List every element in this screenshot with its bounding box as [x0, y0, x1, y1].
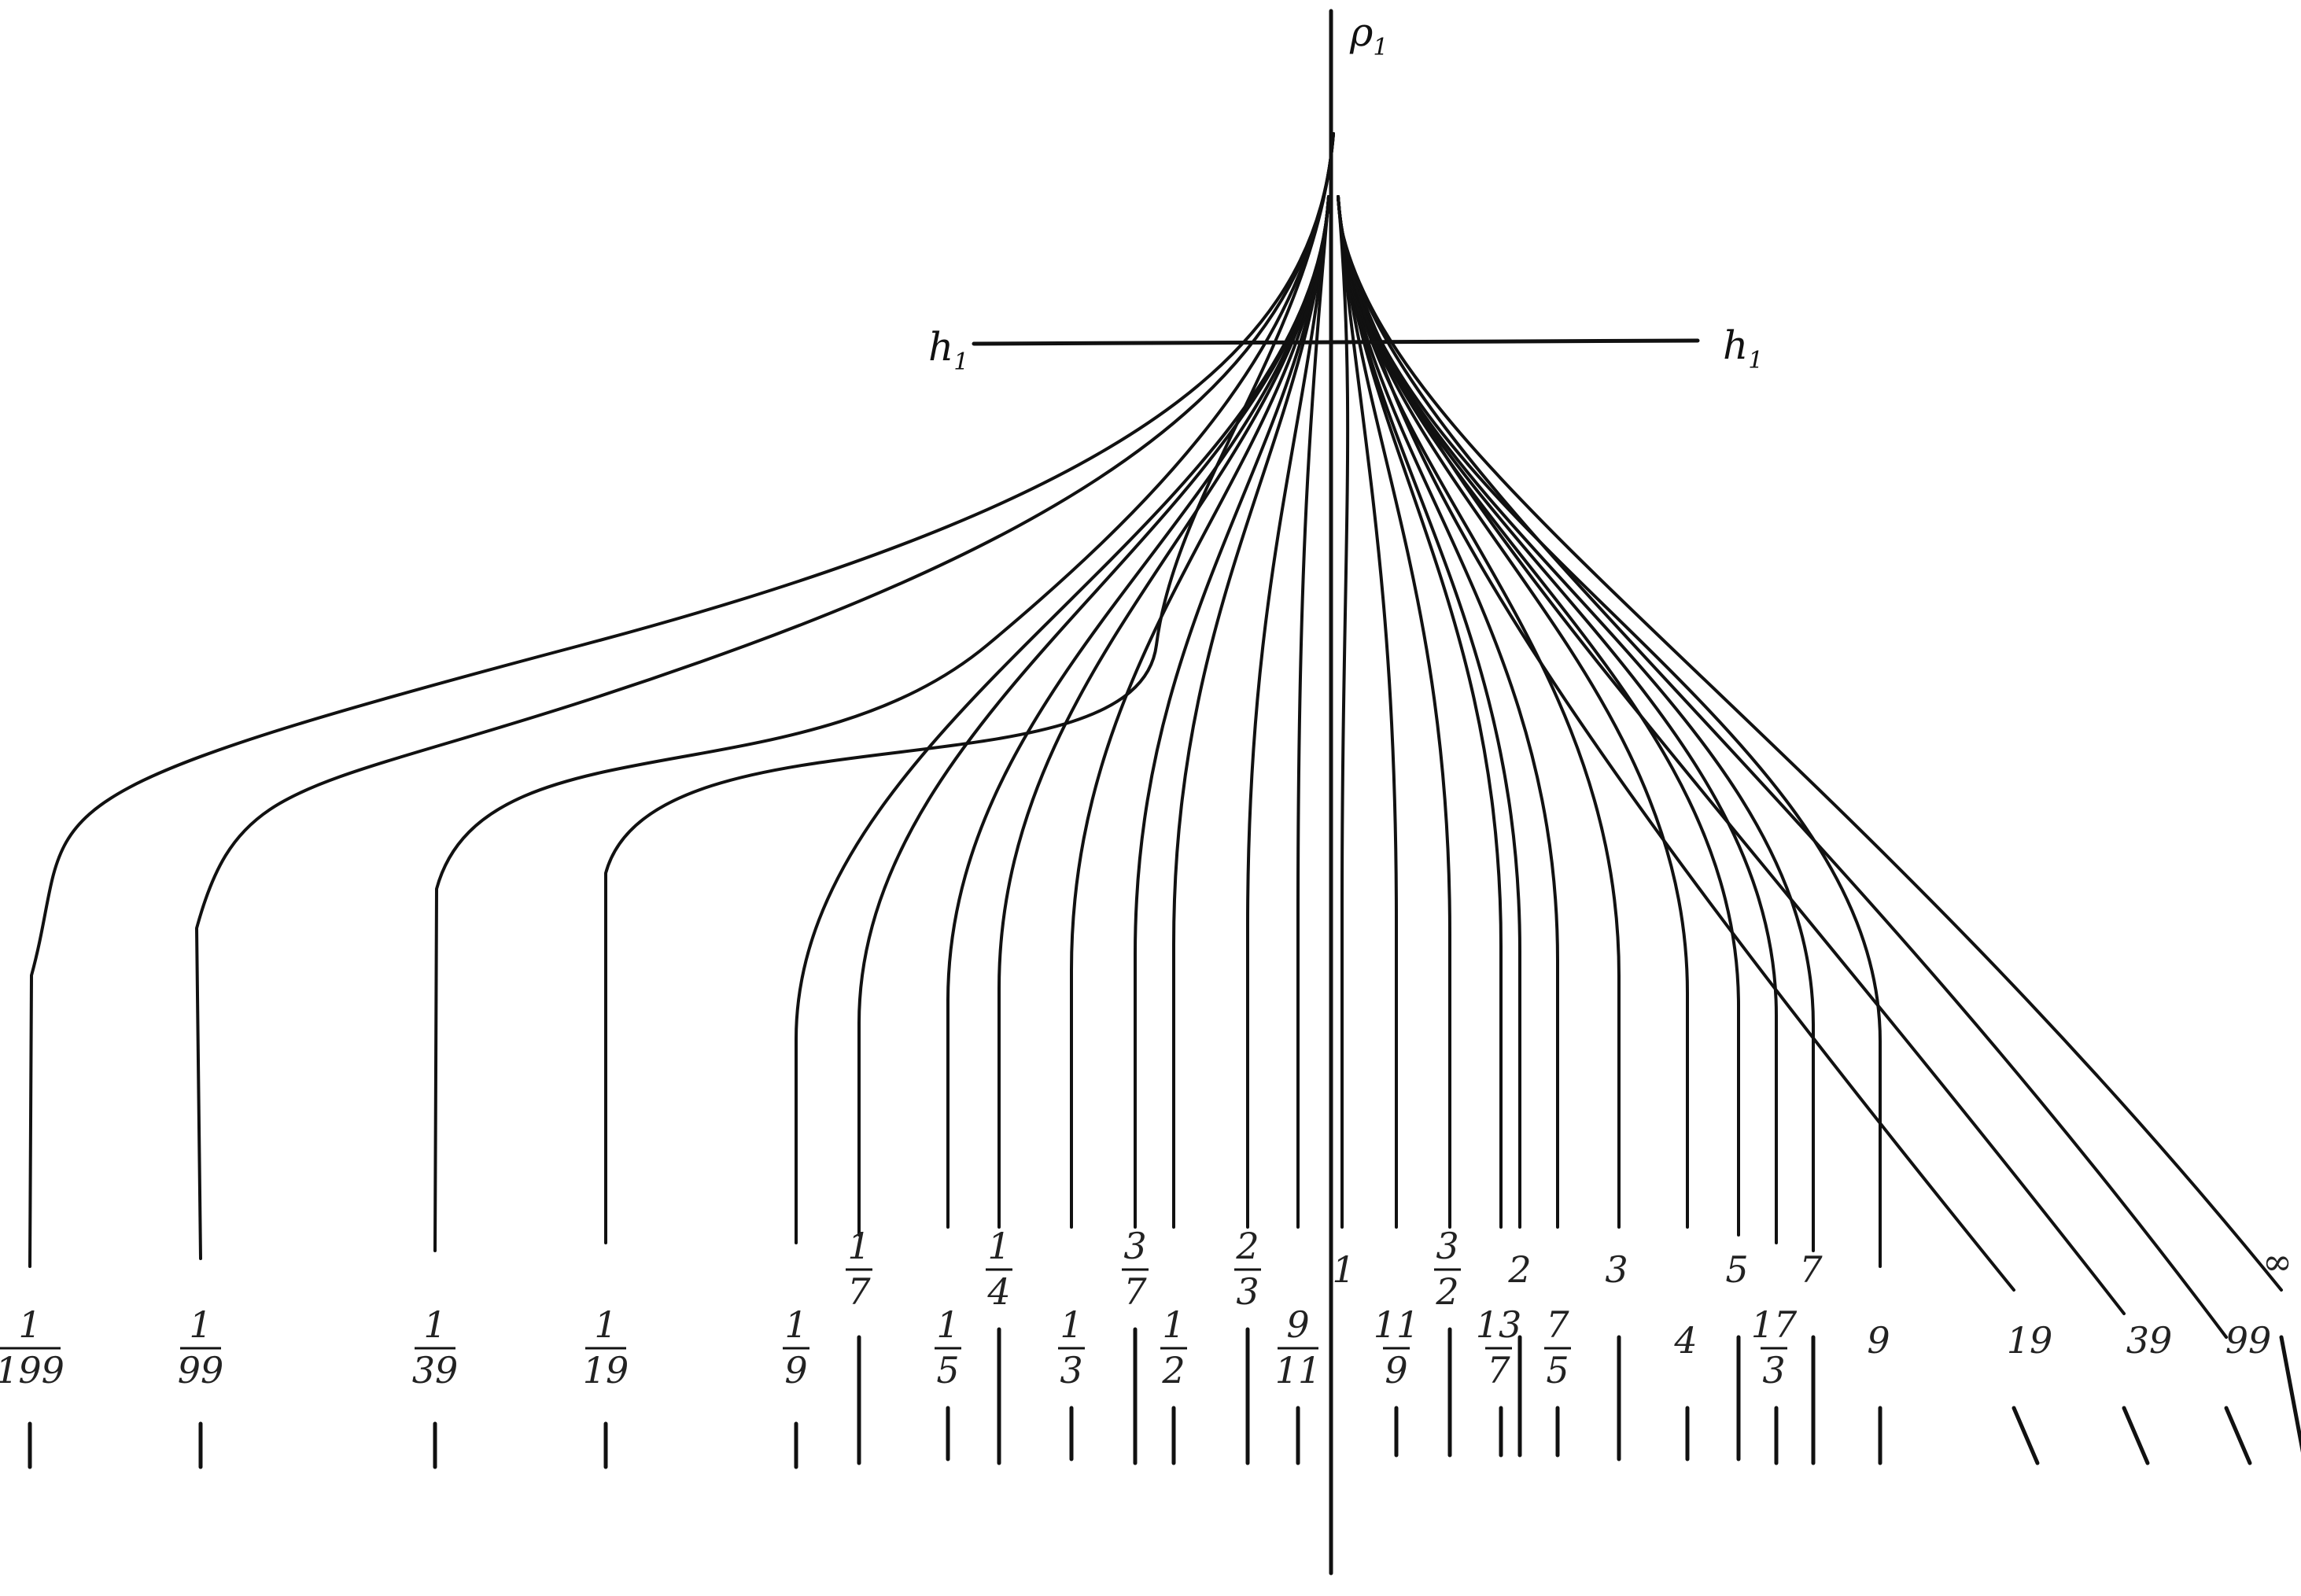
- label-denominator: 99: [178, 1349, 224, 1391]
- label-2: 2: [1507, 1248, 1531, 1291]
- label-13-7: 137: [1476, 1303, 1522, 1391]
- horizontal-axis-left-label: h1: [928, 324, 968, 376]
- label-3-7: 37: [1122, 1225, 1149, 1313]
- label-denominator: 9: [784, 1349, 807, 1391]
- curve-3-2: [1337, 195, 1451, 1229]
- label-1-7: 17: [846, 1225, 872, 1313]
- label-denominator: 7: [847, 1270, 871, 1313]
- curve-1-19: [604, 132, 1335, 1244]
- tick-99: [2224, 1406, 2252, 1465]
- label-1-3: 13: [1058, 1303, 1085, 1391]
- label-denominator: 9: [1385, 1349, 1407, 1391]
- label-1-4: 14: [986, 1225, 1012, 1313]
- curve-1-99: [194, 132, 1335, 1260]
- label-denominator: 2: [1435, 1270, 1458, 1313]
- curve-1-3: [1070, 195, 1330, 1229]
- label-1: 1: [1332, 1248, 1355, 1291]
- curve-9-11: [1296, 195, 1330, 1229]
- tick-∞: [2279, 1335, 2301, 1453]
- label-numerator: 1: [18, 1303, 41, 1346]
- label-denominator: 2: [1161, 1349, 1185, 1391]
- curve-1: [1337, 195, 1350, 1229]
- tick-19: [2012, 1406, 2040, 1465]
- label-denominator: 3: [1762, 1349, 1785, 1391]
- label-numerator: 3: [1123, 1225, 1146, 1267]
- curve-∞: [1340, 227, 2283, 1292]
- label-19: 19: [2007, 1319, 2053, 1362]
- curve-19: [1340, 227, 2015, 1292]
- label-numerator: 1: [1060, 1303, 1082, 1346]
- label-numerator: 17: [1751, 1303, 1798, 1346]
- label-39: 39: [2126, 1319, 2173, 1362]
- curve-1-39: [433, 132, 1335, 1252]
- label-9-11: 911: [1275, 1303, 1322, 1391]
- curve-3-7: [1134, 195, 1330, 1229]
- curve-1-7: [857, 195, 1330, 1237]
- label-7-5: 75: [1544, 1303, 1571, 1391]
- label-3-2: 32: [1434, 1225, 1461, 1313]
- label-7: 7: [1799, 1248, 1823, 1291]
- curve-1-4: [997, 195, 1330, 1229]
- labels-layer: 1199199139119191715141337122391111193213…: [0, 1225, 2292, 1391]
- horizontal-axis: [972, 338, 1700, 346]
- label-denominator: 19: [583, 1349, 629, 1391]
- curve-1-199: [28, 132, 1335, 1268]
- curve-1-2: [1172, 195, 1330, 1229]
- label-numerator: 2: [1235, 1225, 1259, 1267]
- label-denominator: 4: [986, 1270, 1010, 1313]
- label-denominator: 11: [1275, 1349, 1322, 1391]
- tick-39: [2122, 1406, 2150, 1465]
- label-numerator: 1: [594, 1303, 617, 1346]
- label-2-3: 23: [1234, 1225, 1261, 1313]
- label-4: 4: [1673, 1319, 1697, 1362]
- label-numerator: 1: [987, 1225, 1010, 1267]
- label-numerator: 1: [423, 1303, 446, 1346]
- label-denominator: 39: [412, 1349, 459, 1391]
- label-denominator: 5: [936, 1349, 959, 1391]
- label-denominator: 3: [1236, 1270, 1259, 1313]
- label-denominator: 199: [0, 1349, 65, 1391]
- label-1-99: 199: [178, 1303, 224, 1391]
- label-11-9: 119: [1374, 1303, 1420, 1391]
- label-numerator: 1: [189, 1303, 212, 1346]
- ticks-layer: [28, 1327, 2301, 1469]
- label-numerator: 13: [1476, 1303, 1522, 1346]
- label-1-2: 12: [1160, 1303, 1187, 1391]
- curve-3: [1337, 195, 1621, 1229]
- label-numerator: 7: [1546, 1303, 1569, 1346]
- curve-7-5: [1337, 195, 1559, 1229]
- label-numerator: 1: [936, 1303, 959, 1346]
- label-5: 5: [1725, 1248, 1748, 1291]
- curve-39: [1340, 227, 2126, 1315]
- label-99: 99: [2225, 1319, 2272, 1362]
- curve-99: [1340, 227, 2228, 1339]
- label-numerator: 1: [1162, 1303, 1185, 1346]
- label-denominator: 7: [1123, 1270, 1147, 1313]
- label-denominator: 3: [1060, 1349, 1082, 1391]
- label-denominator: 5: [1546, 1349, 1569, 1391]
- label-numerator: 1: [784, 1303, 807, 1346]
- label-1-39: 139: [412, 1303, 459, 1391]
- label-numerator: 3: [1436, 1225, 1458, 1267]
- label-9: 9: [1867, 1319, 1890, 1362]
- curve-9: [1337, 195, 1882, 1268]
- label-1-5: 15: [935, 1303, 961, 1391]
- label-1-9: 19: [783, 1303, 809, 1391]
- label-3: 3: [1605, 1248, 1628, 1291]
- label-numerator: 9: [1286, 1303, 1309, 1346]
- label-numerator: 1: [847, 1225, 870, 1267]
- label-1-19: 119: [583, 1303, 629, 1391]
- curve-11-9: [1337, 195, 1398, 1229]
- vertical-axis-label: ρ1: [1349, 9, 1388, 61]
- horizontal-axis-right-label: h1: [1723, 323, 1763, 374]
- curve-2-3: [1246, 195, 1330, 1229]
- curves-layer: [28, 132, 2283, 1339]
- label-17-3: 173: [1751, 1303, 1798, 1391]
- label-denominator: 7: [1487, 1349, 1510, 1391]
- label-infinity: ∞: [2262, 1240, 2292, 1283]
- label-numerator: 11: [1374, 1303, 1420, 1346]
